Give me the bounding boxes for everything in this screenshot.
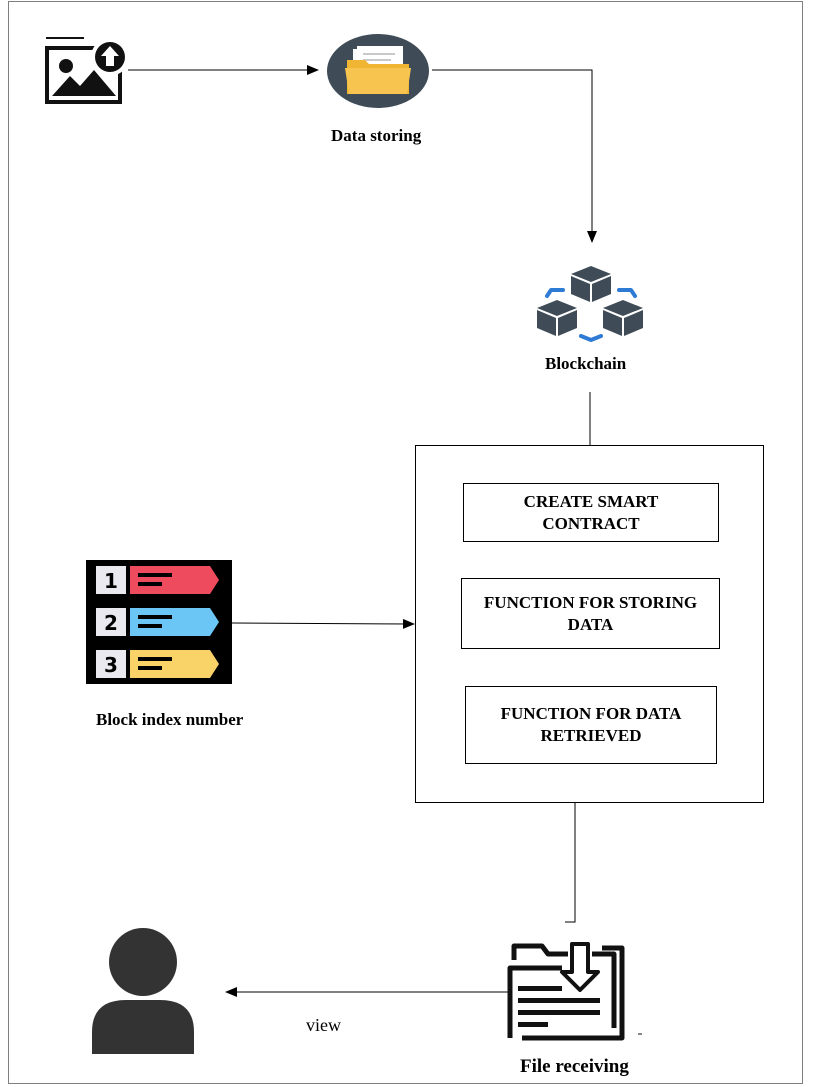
view-edge-label: view [306, 1015, 341, 1035]
block-index-number-label: Block index number [96, 710, 244, 729]
function-storing-data-box: FUNCTION FOR STORING DATA [461, 578, 720, 649]
svg-text:2: 2 [104, 611, 118, 635]
numbered-list-icon: 1 2 3 [86, 560, 232, 684]
blockchain-icon [537, 266, 643, 342]
edge-storing-to-blockchain [432, 69, 597, 243]
image-upload-icon [45, 37, 129, 104]
function-data-retrieved-text: FUNCTION FOR DATA RETRIEVED [500, 704, 682, 745]
file-download-icon [507, 942, 642, 1041]
create-smart-contract-box: CREATE SMART CONTRACT [463, 483, 719, 542]
file-receiving-label: File receiving [520, 1056, 629, 1077]
blockchain-label: Blockchain [545, 354, 627, 373]
svg-text:3: 3 [104, 653, 118, 677]
folder-icon [327, 34, 429, 108]
function-storing-data-text: FUNCTION FOR STORING DATA [483, 592, 698, 634]
list-row-1: 1 [96, 566, 219, 594]
create-smart-contract-text: CREATE SMART CONTRACT [523, 491, 659, 533]
svg-text:1: 1 [104, 569, 118, 593]
user-icon [92, 928, 194, 1054]
function-data-retrieved-box: FUNCTION FOR DATA RETRIEVED [465, 686, 717, 764]
diagram-frame [8, 1, 803, 1084]
data-storing-label: Data storing [331, 126, 422, 145]
list-row-3: 3 [96, 650, 219, 678]
list-row-2: 2 [96, 608, 219, 636]
edge-contract-to-file [565, 802, 576, 923]
edge-index-to-contract [231, 618, 415, 629]
